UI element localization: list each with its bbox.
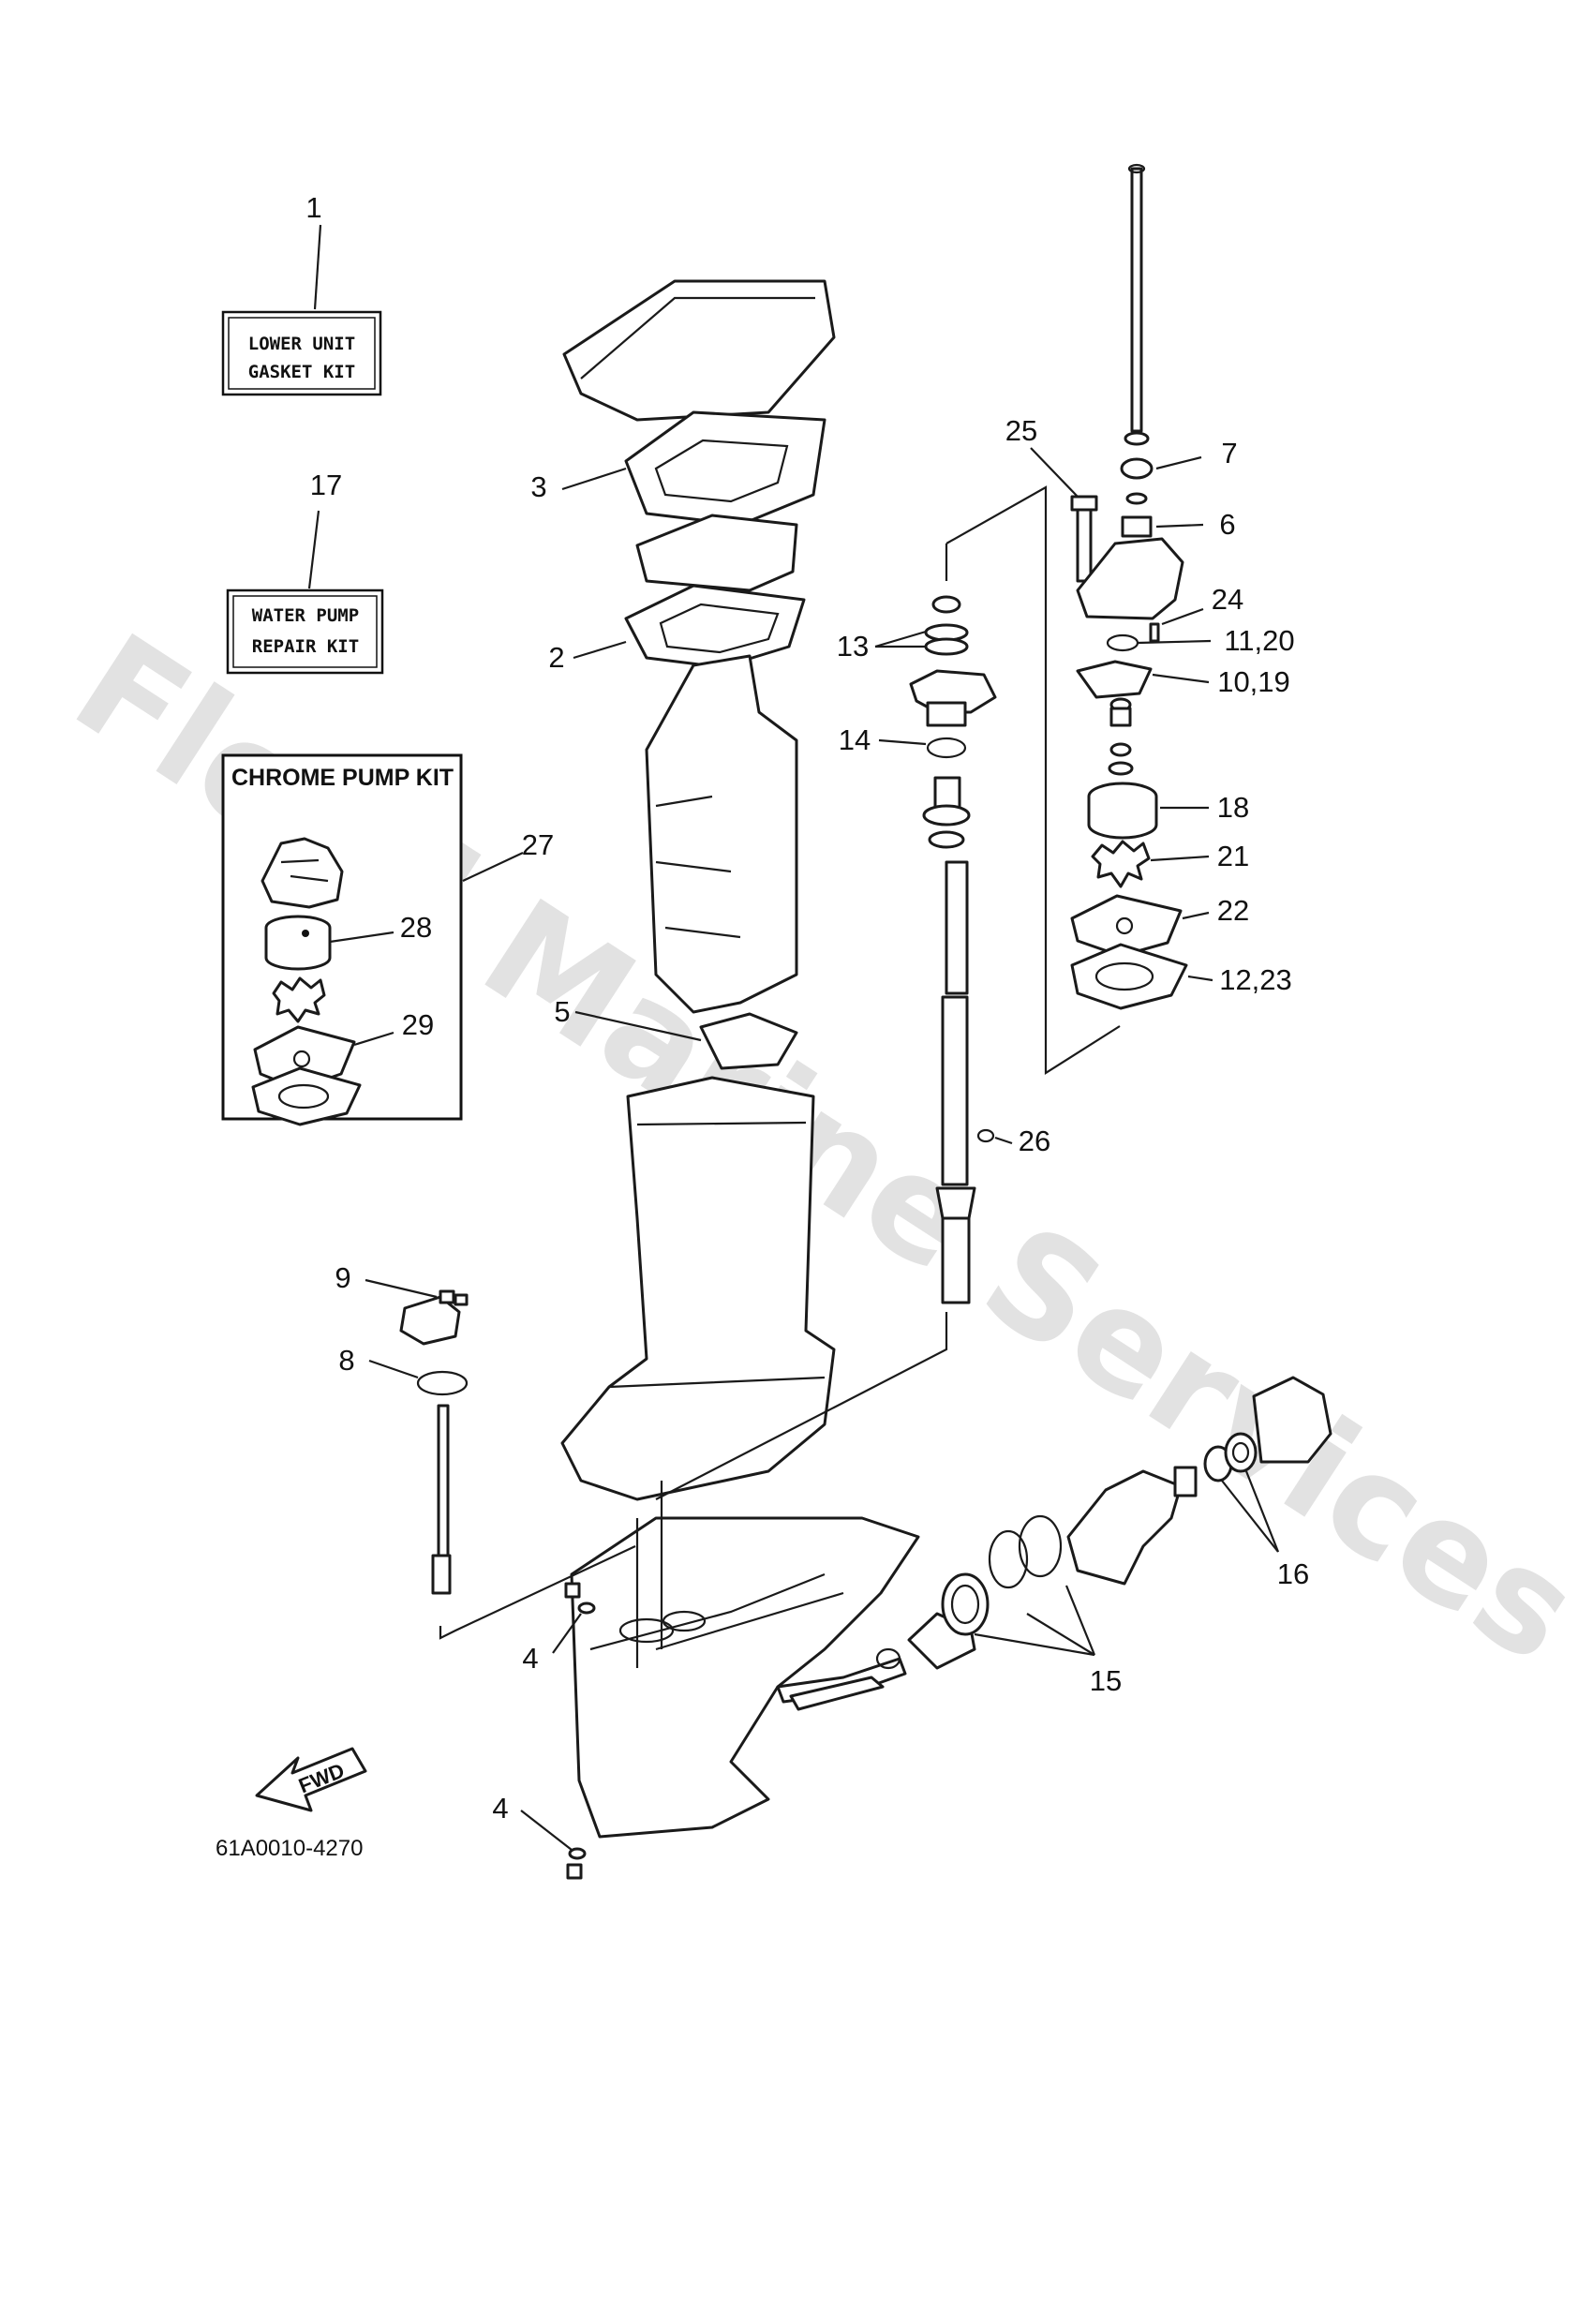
bushing-stack[interactable]: [922, 776, 971, 849]
bolt-9[interactable]: 9: [335, 1261, 469, 1346]
outer-plate-22[interactable]: 22: [1070, 894, 1249, 958]
callout-4-lower: 4: [492, 1792, 508, 1825]
shift-rod[interactable]: [431, 1404, 452, 1595]
callout-24: 24: [1212, 583, 1243, 616]
callout-9: 9: [335, 1261, 350, 1294]
insert-cartridge-18[interactable]: 18: [1087, 782, 1249, 840]
callout-25: 25: [1005, 414, 1037, 447]
bolt-25[interactable]: 25: [1005, 414, 1098, 583]
gasket-3[interactable]: 3: [530, 410, 826, 527]
callout-22: 22: [1217, 894, 1249, 927]
gasket-12-23[interactable]: 12,23: [1070, 943, 1292, 1010]
grommet-6[interactable]: 6: [1121, 492, 1236, 541]
seal-10-19[interactable]: 10,19: [1076, 660, 1290, 699]
upper-casing[interactable]: [645, 654, 798, 1014]
pump-housing[interactable]: [1076, 537, 1184, 620]
water-tube[interactable]: [1127, 163, 1146, 433]
oil-seal-housing[interactable]: 13: [837, 595, 997, 727]
callout-21: 21: [1217, 840, 1249, 872]
callout-15: 15: [1090, 1664, 1122, 1697]
callout-11-20: 11,20: [1224, 624, 1294, 657]
o-ring-11-20[interactable]: 11,20: [1106, 624, 1295, 657]
callout-8: 8: [338, 1344, 354, 1377]
propeller-housing[interactable]: [1066, 1466, 1198, 1586]
gasket-kit-box[interactable]: 1 LOWER UNIT GASKET KIT: [221, 191, 382, 396]
grommet-7[interactable]: 7: [1120, 431, 1238, 480]
impeller-21[interactable]: 21: [1091, 840, 1249, 888]
drive-shaft[interactable]: [935, 860, 976, 1304]
callout-29: 29: [402, 1008, 434, 1041]
pin-24[interactable]: 24: [1149, 583, 1243, 643]
callout-16: 16: [1277, 1557, 1309, 1590]
callout-17: 17: [310, 469, 342, 501]
callout-4-upper: 4: [522, 1642, 538, 1675]
chrome-pump-kit-box[interactable]: CHROME PUMP KIT 27 28 29: [221, 753, 554, 1126]
circlip-26[interactable]: 26: [976, 1125, 1050, 1157]
callout-6: 6: [1219, 508, 1235, 541]
water-pump-kit-line2: REPAIR KIT: [252, 636, 359, 657]
lower-case[interactable]: [570, 1516, 920, 1839]
bearing-15-group[interactable]: 15: [941, 1514, 1122, 1697]
spacer-plate[interactable]: [635, 514, 798, 592]
screw-4-lower[interactable]: 4: [492, 1792, 587, 1880]
water-pump-kit-box[interactable]: 17 WATER PUMP REPAIR KIT: [226, 469, 384, 675]
callout-7: 7: [1221, 437, 1237, 469]
callout-1: 1: [305, 191, 321, 224]
seals-16[interactable]: 16: [1203, 1432, 1309, 1590]
callout-27: 27: [522, 828, 554, 861]
chrome-pump-kit-title: CHROME PUMP KIT: [231, 765, 454, 791]
gasket-2[interactable]: 2: [548, 584, 806, 674]
gasket-5[interactable]: 5: [554, 995, 798, 1070]
callout-12-23: 12,23: [1219, 963, 1292, 996]
callout-14: 14: [839, 723, 871, 756]
callout-3: 3: [530, 470, 546, 503]
o-ring-14[interactable]: 14: [839, 723, 967, 759]
gasket-kit-line2: GASKET KIT: [248, 362, 355, 382]
cap-cover[interactable]: [1252, 1376, 1332, 1464]
callout-18: 18: [1217, 791, 1249, 824]
callout-10-19: 10,19: [1217, 665, 1290, 698]
screw-4-upper[interactable]: 4: [522, 1582, 596, 1675]
callout-13: 13: [837, 630, 869, 663]
assembly-lines: [439, 485, 1121, 1668]
diagram-code: 61A0010-4270: [216, 1836, 363, 1861]
callout-2: 2: [548, 641, 564, 674]
upper-casing-cover[interactable]: [562, 279, 836, 422]
gasket-kit-line1: LOWER UNIT: [248, 334, 355, 354]
o-ring-8[interactable]: 8: [338, 1344, 469, 1396]
extension-housing[interactable]: [560, 1076, 836, 1501]
callout-26: 26: [1019, 1125, 1050, 1157]
water-pump-kit-line1: WATER PUMP: [252, 605, 359, 626]
key-stack[interactable]: [1108, 697, 1134, 776]
callout-5: 5: [554, 995, 570, 1028]
fwd-arrow-icon: FWD: [255, 1747, 367, 1812]
callout-28: 28: [400, 911, 432, 944]
